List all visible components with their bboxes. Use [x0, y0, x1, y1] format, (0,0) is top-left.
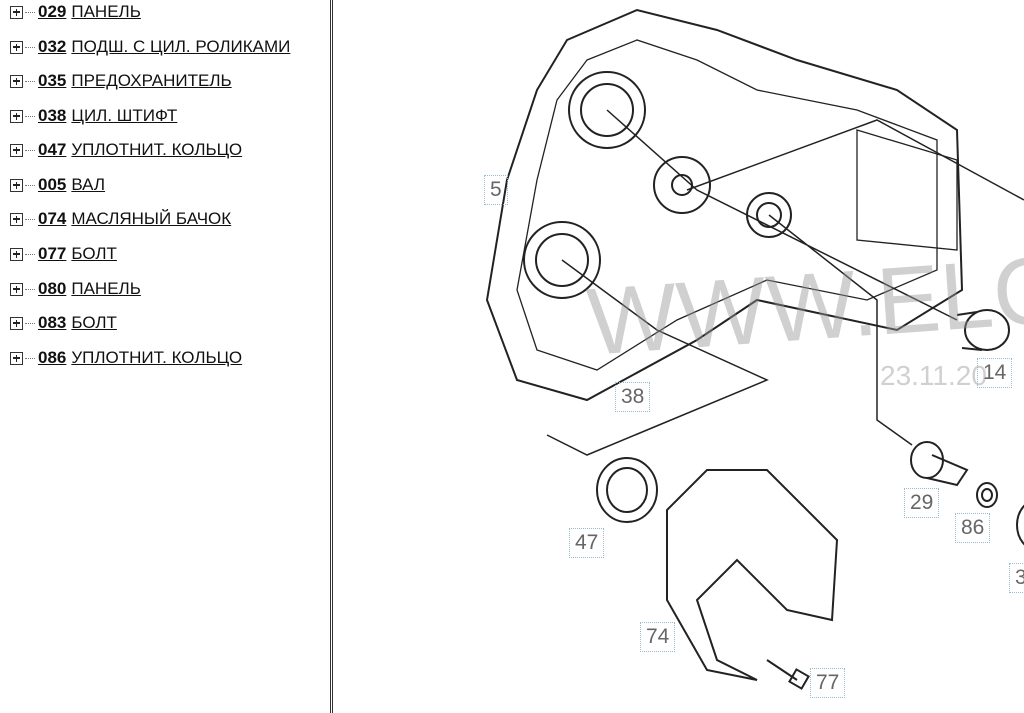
callout-74[interactable]: 74 [640, 622, 676, 652]
callout-38[interactable]: 38 [615, 382, 651, 412]
oil-tank-74 [666, 469, 839, 681]
parts-diagram: WWW.ELCA 23.11.20 5 38 47 74 77 29 86 14… [337, 0, 1024, 713]
expand-icon[interactable] [10, 109, 23, 123]
expand-icon[interactable] [10, 247, 23, 261]
seal-47 [596, 457, 658, 523]
expand-icon[interactable] [10, 40, 23, 54]
expand-icon[interactable] [10, 5, 23, 19]
watermark-date: 23.11.20 [880, 360, 987, 391]
bolt-77 [766, 659, 810, 690]
gearbox-housing [485, 8, 964, 402]
callout-5[interactable]: 5 [484, 175, 508, 205]
expand-icon[interactable] [10, 282, 23, 296]
callout-47[interactable]: 47 [569, 528, 605, 558]
callout-29[interactable]: 29 [904, 488, 940, 518]
callout-14[interactable]: 14 [977, 358, 1013, 388]
seal-86 [976, 482, 998, 508]
callout-86[interactable]: 86 [955, 513, 991, 543]
expand-icon[interactable] [10, 74, 23, 88]
callout-77[interactable]: 77 [810, 668, 846, 698]
cover-29 [910, 441, 969, 487]
expand-icon[interactable] [10, 178, 23, 192]
callout-3[interactable]: 3 [1009, 563, 1024, 593]
expand-icon[interactable] [10, 212, 23, 226]
expand-icon[interactable] [10, 316, 23, 330]
bushing-14 [956, 309, 1010, 351]
exploded-view-drawing [485, 8, 1024, 690]
expand-icon[interactable] [10, 143, 23, 157]
expand-icon[interactable] [10, 351, 23, 365]
